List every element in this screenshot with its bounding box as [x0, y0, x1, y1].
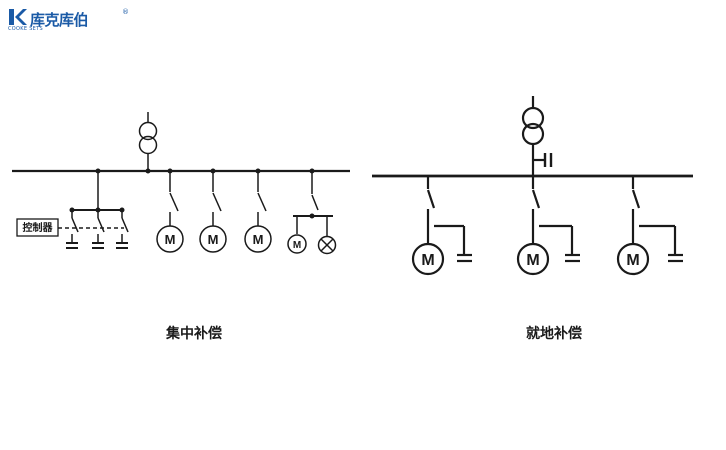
motor-branch-2 — [516, 176, 580, 276]
logo-tagline: COOKE SETS — [8, 26, 43, 32]
motor-label: M — [626, 252, 639, 269]
capacitor-bank — [16, 171, 129, 249]
motor-label: M — [293, 240, 301, 251]
motor-label: M — [253, 232, 264, 247]
local-compensation-caption: 就地补偿 — [526, 326, 582, 342]
motor-label: M — [421, 252, 434, 269]
motor-branch-3 — [616, 176, 683, 276]
transformer-icon — [138, 112, 158, 171]
mixed-load-branch — [287, 171, 337, 255]
motor-label: M — [208, 232, 219, 247]
transformer-icon — [521, 96, 545, 176]
motor-branch-3 — [244, 171, 272, 253]
logo-k-icon — [9, 9, 27, 25]
controller-label: 控制器 — [23, 221, 54, 234]
logo-name: 库克库伯 — [30, 11, 89, 29]
lamp-icon — [317, 235, 337, 255]
motor-branch-2 — [199, 171, 227, 253]
motor-label: M — [526, 252, 539, 269]
local-compensation-diagram — [372, 96, 693, 276]
motor-branch-1 — [156, 171, 184, 253]
brand-logo: 库克库伯 ® COOKE SETS — [8, 8, 129, 36]
centralized-compensation-diagram — [12, 112, 350, 255]
controller-box — [16, 218, 59, 237]
centralized-compensation-caption: 集中补偿 — [166, 326, 222, 342]
motor-branch-1 — [411, 176, 472, 276]
logo-registered-mark: ® — [122, 8, 129, 16]
motor-label: M — [165, 232, 176, 247]
